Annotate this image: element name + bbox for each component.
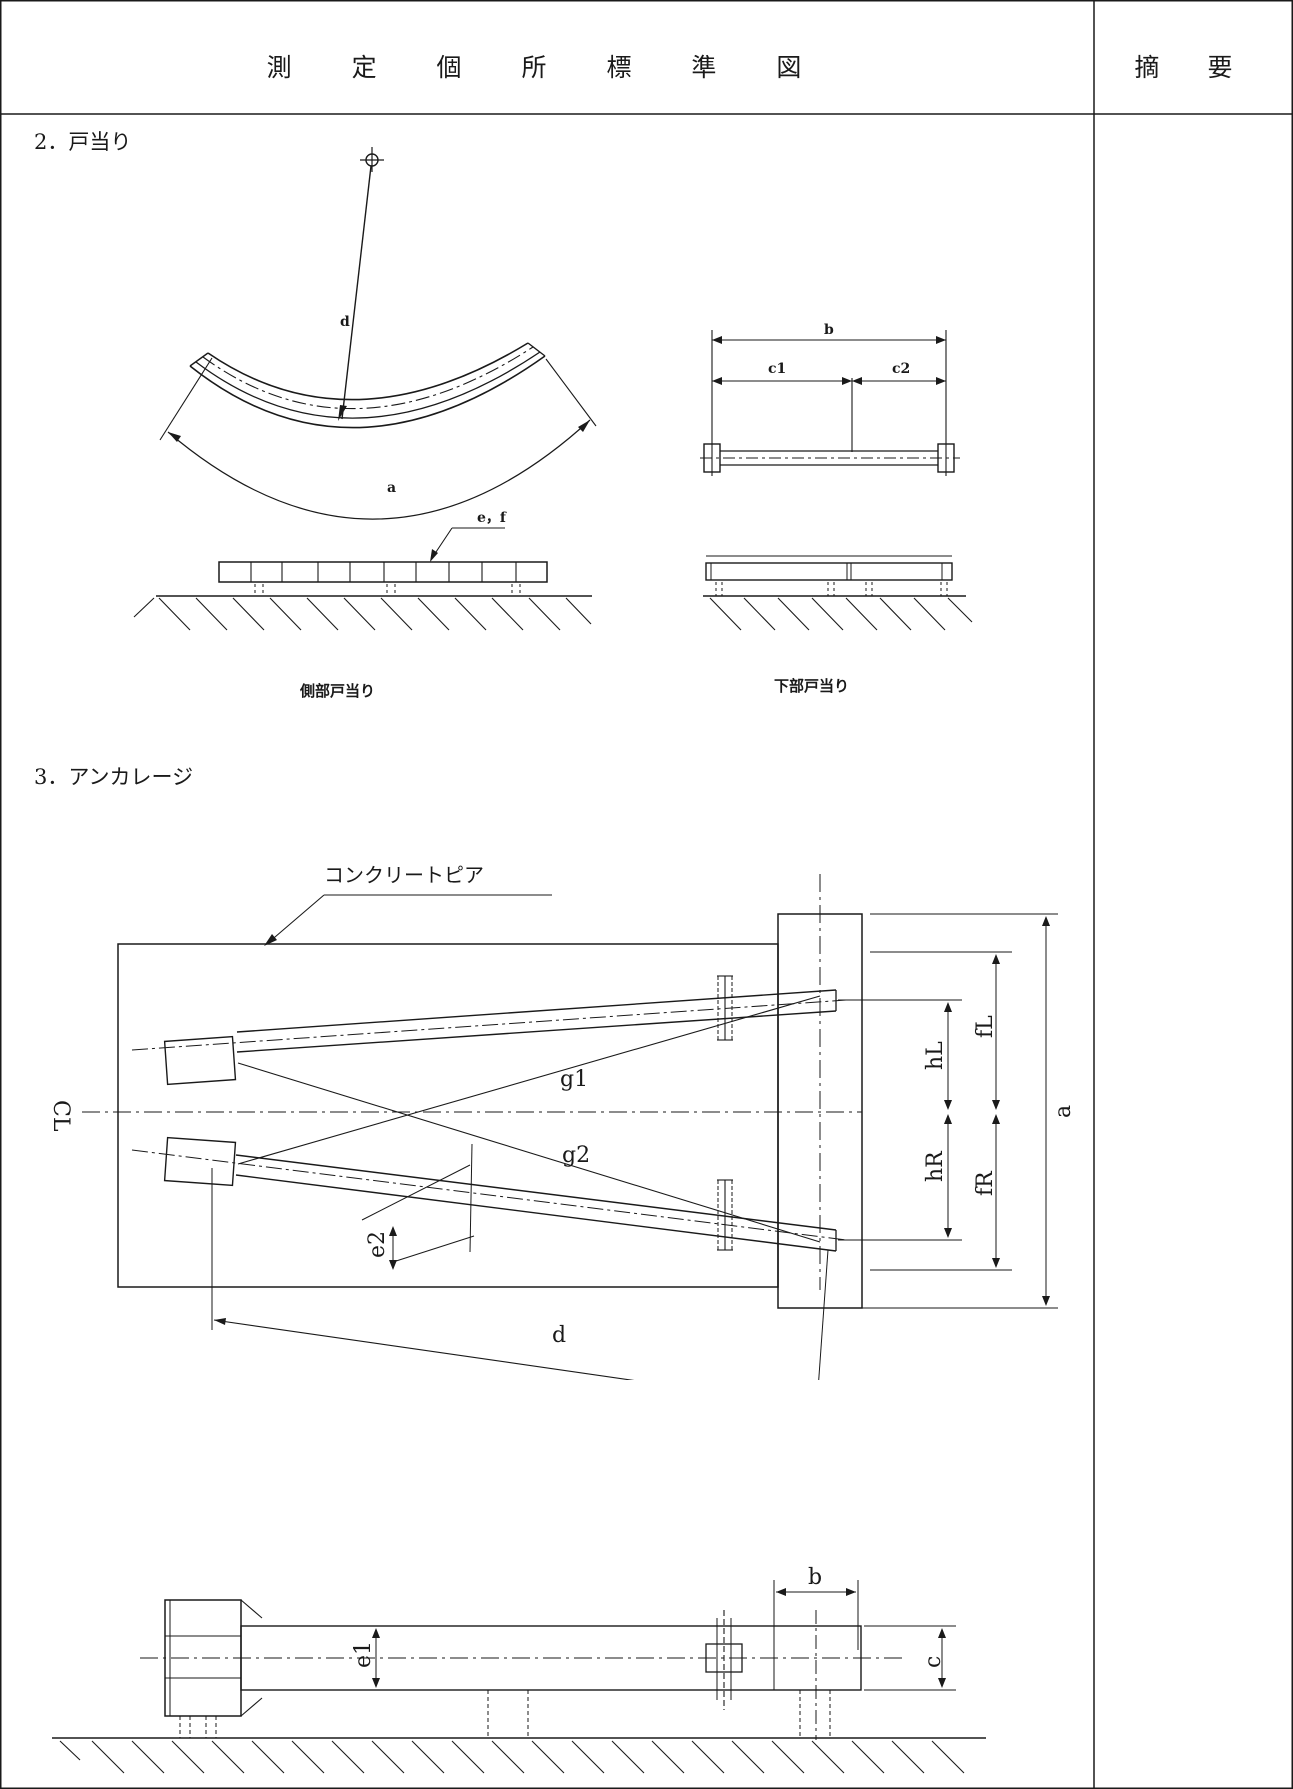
concrete-pier-label: コンクリートピア — [324, 863, 484, 887]
label-g2: g2 — [562, 1143, 590, 1168]
label-hL: hL — [923, 1041, 948, 1070]
bottom-label-c1: c1 — [768, 361, 786, 377]
side-door-stop-caption: 側部戸当り — [299, 682, 375, 700]
elevation-label-b: b — [808, 1565, 822, 1590]
label-fR: fR — [973, 1170, 998, 1196]
side-label-d: d — [340, 314, 350, 330]
bottom-door-stop-diagram: b c1 c2 下部戸当り — [700, 322, 973, 695]
section-3-heading: 3．アンカレージ — [34, 765, 194, 789]
anchorage-elevation-diagram: b e1 c — [52, 1565, 986, 1774]
label-d: d — [552, 1323, 566, 1348]
label-a: a — [1051, 1105, 1076, 1118]
bottom-label-c2: c2 — [892, 361, 910, 377]
side-label-a: a — [387, 480, 396, 496]
elevation-label-c: c — [921, 1656, 946, 1668]
label-fL: fL — [973, 1015, 998, 1038]
section-2-heading: 2．戸当り — [34, 130, 132, 154]
centerline-label: CL — [48, 1100, 73, 1132]
elevation-label-e1: e1 — [351, 1641, 376, 1668]
label-g1: g1 — [560, 1067, 588, 1092]
label-e2: e2 — [365, 1231, 390, 1258]
header-title: 測 定 個 所 標 準 図 — [266, 53, 828, 82]
bottom-door-stop-caption: 下部戸当り — [774, 677, 849, 695]
side-label-ef: e，f — [477, 510, 507, 526]
side-door-stop-diagram: d a e，f 側部戸当り — [133, 147, 597, 700]
bottom-label-b: b — [824, 322, 834, 338]
anchorage-plan-diagram: コンクリートピア CL g1 g2 hL hR fL fR a d e2 — [48, 863, 1076, 1380]
header-remarks: 摘 要 — [1134, 53, 1253, 82]
label-hR: hR — [923, 1150, 948, 1182]
